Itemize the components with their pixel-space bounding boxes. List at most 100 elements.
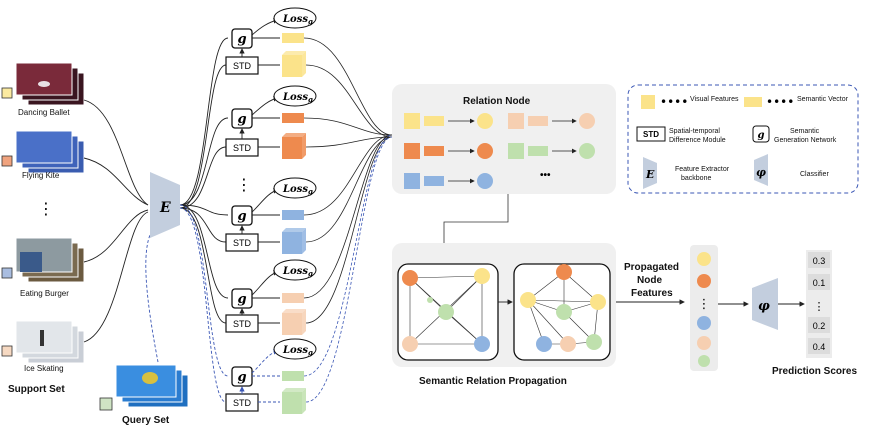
edge	[83, 99, 149, 206]
graph-edge	[527, 299, 599, 303]
graph-edge	[527, 299, 569, 345]
propagated-column-bg	[690, 245, 718, 371]
score-cell	[808, 274, 830, 290]
graph-node	[402, 270, 418, 286]
g-symbol: g	[237, 112, 246, 127]
class-label-eating-burger: Eating Burger	[20, 289, 69, 298]
graph-node	[556, 264, 572, 280]
relation-node-items	[404, 113, 595, 189]
query-edge	[145, 234, 159, 363]
g-symbol: g	[237, 32, 246, 47]
semantic-vector	[282, 293, 304, 303]
class-color-box	[1, 267, 13, 279]
legend-visual-features: Visual Features	[690, 96, 739, 103]
loss-label: Lossg	[282, 14, 313, 26]
std-label: STD	[233, 398, 252, 408]
graph-edge	[445, 275, 483, 313]
query-color-box	[99, 397, 113, 411]
edge	[303, 37, 393, 136]
loss-label: Lossg	[282, 266, 313, 278]
propagated-node	[697, 336, 711, 350]
relation-node	[477, 143, 493, 159]
query-set: Query Set	[99, 364, 189, 426]
edge	[305, 136, 393, 148]
loss-ellipse	[273, 7, 317, 29]
edge	[179, 117, 229, 206]
propagation-title: Semantic Relation Propagation	[419, 376, 567, 387]
score-value: ⋮	[814, 301, 825, 313]
edge	[305, 136, 393, 403]
class-label-ice-skating: Ice Skating	[24, 364, 64, 373]
legend-g-symbol: g	[758, 130, 765, 141]
legend-g-box	[752, 125, 770, 143]
edge	[305, 64, 393, 138]
edge	[305, 136, 393, 324]
legend-e-desc-1: Feature Extractor	[675, 166, 730, 173]
relation-node-ellipsis: •••	[540, 170, 551, 181]
legend-e-symbol: E	[645, 168, 655, 181]
visual-feature	[282, 392, 302, 414]
relation-semantic-vector	[528, 116, 548, 126]
relation-node-title: Relation Node	[463, 96, 531, 107]
score-cell	[808, 252, 830, 268]
visual-feature	[282, 232, 302, 254]
relation-visual-feature	[508, 143, 524, 159]
legend-e-desc-2: backbone	[681, 175, 711, 182]
visual-feature-top	[282, 228, 306, 232]
relation-node-bg	[392, 84, 616, 194]
relation-semantic-vector	[528, 146, 548, 156]
g-box	[231, 28, 253, 49]
graph-node	[474, 336, 490, 352]
legend-semantic-vector: Semantic Vector	[797, 96, 849, 103]
relation-node	[579, 143, 595, 159]
loss-ellipse	[273, 177, 317, 199]
g-symbol: g	[237, 292, 246, 307]
edge	[83, 157, 149, 206]
loss-label: Lossg	[282, 184, 313, 196]
relation-semantic-vector	[424, 146, 444, 156]
semantic-vector	[282, 210, 304, 220]
support-set: Dancing Ballet Flying Kite ⋮ Eating Burg…	[1, 62, 85, 395]
loss-label: Lossg	[282, 92, 313, 104]
relation-semantic-vector	[424, 116, 444, 126]
extractor-trapezoid	[150, 172, 180, 238]
relation-node	[477, 173, 493, 189]
classifier-symbol: φ	[758, 299, 770, 314]
support-video-ice-skating: Ice Skating	[1, 320, 85, 373]
edge	[303, 117, 393, 136]
visual-feature-side	[302, 228, 306, 254]
graph-node	[556, 304, 572, 320]
prediction-scores: 0.30.1⋮0.20.4 Prediction Scores	[772, 250, 857, 377]
graph-node	[402, 336, 418, 352]
relation-node	[477, 113, 493, 129]
g-box	[231, 288, 253, 309]
graph-node	[590, 294, 606, 310]
graph-node	[427, 297, 433, 303]
edge	[251, 270, 279, 296]
g-box	[231, 108, 253, 129]
std-label: STD	[233, 143, 252, 153]
branches: STDgLossgSTDgLossgSTDgLossgSTDgLossgSTDg…	[179, 7, 393, 414]
edge	[251, 96, 279, 116]
legend-phi-trapezoid	[754, 154, 768, 186]
support-ellipsis: ⋮	[38, 199, 54, 218]
relation-semantic-vector	[424, 176, 444, 186]
score-value: 0.1	[813, 278, 826, 288]
visual-feature-side	[302, 51, 306, 77]
g-symbol: g	[237, 370, 246, 385]
edge	[251, 349, 279, 374]
relation-visual-feature	[508, 113, 524, 129]
propagated-node	[697, 252, 711, 266]
graph-node	[474, 268, 490, 284]
class-color-box	[1, 155, 13, 167]
propagation-panel: Semantic Relation Propagation	[392, 243, 616, 387]
legend-phi-symbol: φ	[756, 166, 766, 179]
g-box	[231, 366, 253, 387]
propagated-node	[697, 316, 711, 330]
legend-phi-desc: Classifier	[800, 171, 829, 178]
query-set-title: Query Set	[122, 415, 170, 426]
legend-dots: ••••	[660, 95, 688, 109]
graph-node	[536, 336, 552, 352]
edge	[251, 188, 279, 213]
edge	[83, 209, 149, 263]
